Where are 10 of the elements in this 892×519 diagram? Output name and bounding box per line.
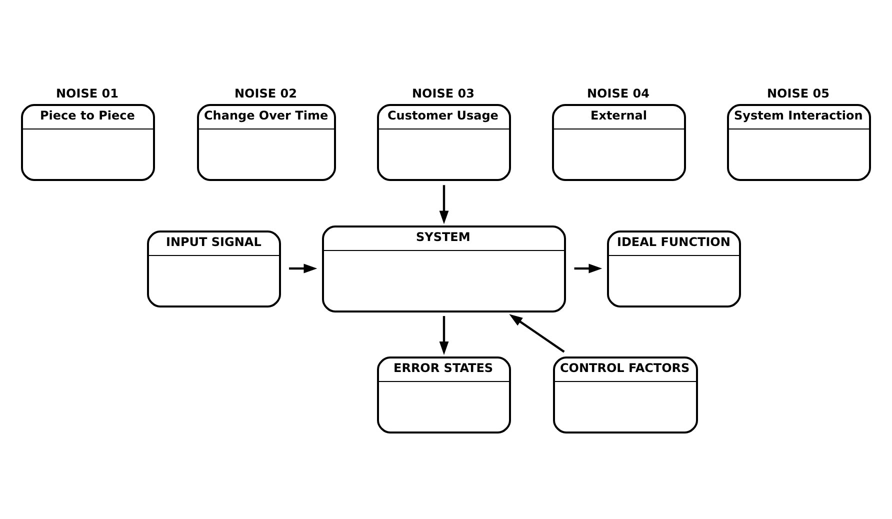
- arrow: [439, 316, 449, 354]
- arrow: [289, 263, 318, 273]
- node-label: NOISE 05: [767, 86, 830, 100]
- node-label: NOISE 04: [587, 86, 650, 100]
- node-label: NOISE 03: [412, 86, 474, 100]
- arrow: [509, 314, 565, 352]
- node-label: NOISE 01: [56, 86, 118, 100]
- node-label: NOISE 02: [234, 86, 297, 100]
- arrow: [439, 184, 449, 224]
- arrow: [574, 263, 602, 273]
